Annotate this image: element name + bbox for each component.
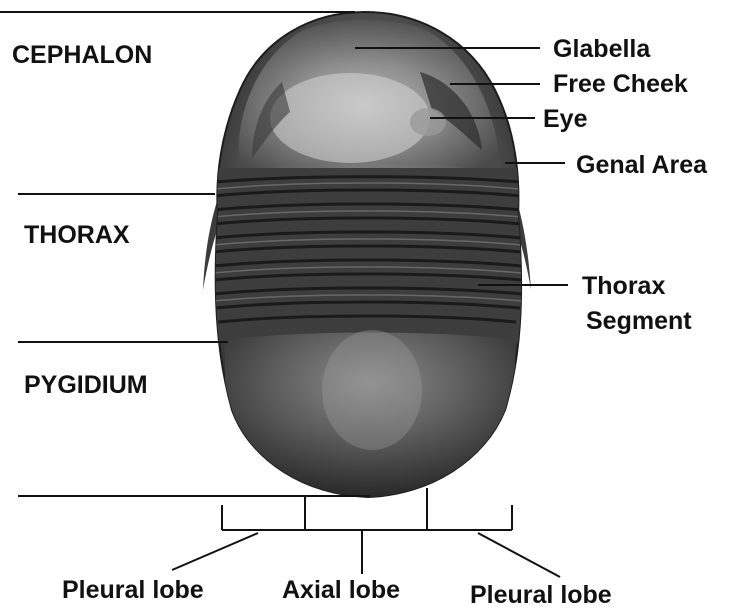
label-pleural-lobe-left: Pleural lobe — [62, 576, 204, 604]
axial-ridge — [322, 330, 422, 450]
pleural-right-leader — [478, 533, 560, 577]
label-genal-area: Genal Area — [576, 151, 708, 179]
label-pygidium: PYGIDIUM — [24, 371, 148, 399]
eye-region — [410, 108, 446, 136]
trilobite-fossil — [200, 12, 540, 500]
label-axial-lobe: Axial lobe — [282, 576, 400, 604]
label-pleural-lobe-right: Pleural lobe — [470, 581, 612, 609]
pleural-left-leader — [172, 533, 258, 570]
label-free-cheek: Free Cheek — [553, 70, 688, 98]
glabella-region — [270, 73, 430, 163]
label-thorax-segment-line2: Segment — [586, 307, 692, 335]
label-thorax-segment-line1: Thorax — [582, 272, 665, 300]
label-eye: Eye — [543, 105, 588, 133]
label-cephalon: CEPHALON — [12, 41, 152, 69]
label-thorax: THORAX — [24, 221, 130, 249]
label-glabella: Glabella — [553, 35, 651, 63]
